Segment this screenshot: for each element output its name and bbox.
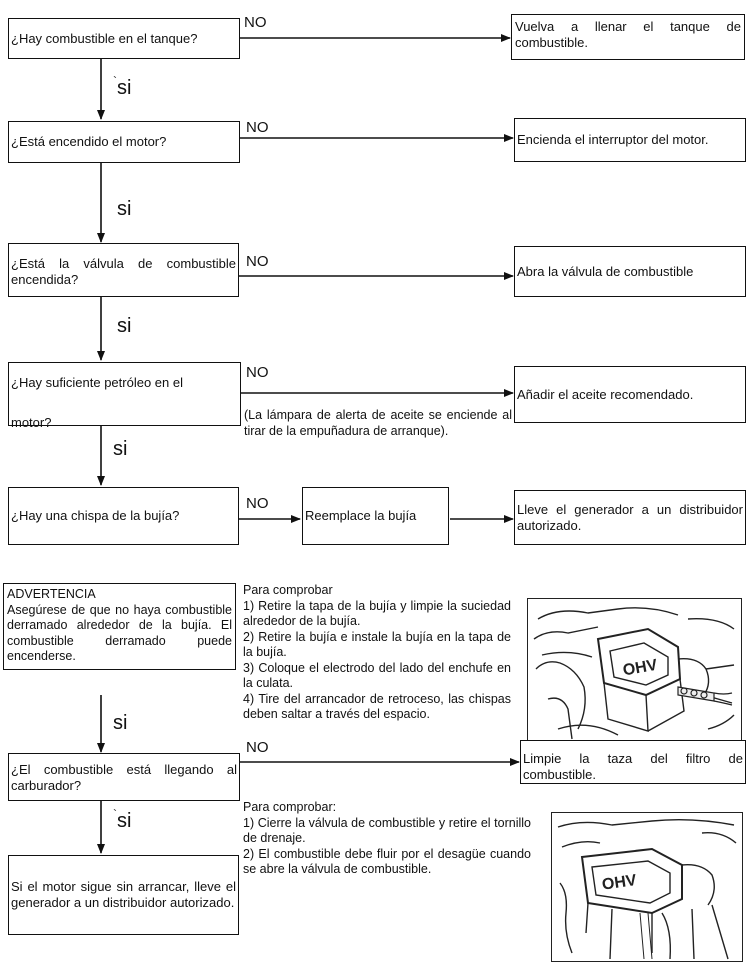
yes-mark-1: ` [113,74,117,88]
check-spark-instructions: Para comprobar 1) Retire la tapa de la b… [243,583,511,723]
yes-label-6: si [117,810,132,832]
no-label-1: NO [244,14,267,31]
check-fuel-instructions: Para comprobar: 1) Cierre la válvula de … [243,800,531,878]
no-label-2: NO [246,119,269,136]
action-open-fuel-valve-text: Abra la válvula de combustible [517,263,694,279]
question-enough-oil-line2: motor? [11,415,52,430]
action-take-to-dealer-1: Lleve el generador a un distribuidor aut… [514,490,746,545]
yes-label-5: si [113,712,128,734]
no-label-6: NO [246,739,269,756]
yes-label-1: si [117,77,132,99]
question-fuel-in-tank: ¿Hay combustible en el tanque? [8,18,240,59]
action-refill-tank-text: Vuelva a llenar el tanque de combustible… [515,19,741,50]
fuel-drain-illustration: OHV [551,812,743,962]
warning-title: ADVERTENCIA [7,587,96,601]
fuel-drain-drawing: OHV [557,818,737,960]
action-clean-filter-cup: Limpie la taza del filtro de combustible… [520,740,746,784]
question-engine-on: ¿Está encendido el motor? [8,121,240,163]
action-add-oil: Añadir el aceite recomendado. [514,366,746,423]
no-label-5: NO [246,495,269,512]
check-spark-step-1: 1) Retire la tapa de la bujía y limpie l… [243,598,511,629]
action-turn-on-engine: Encienda el interruptor del motor. [514,118,746,162]
question-fuel-in-tank-text: ¿Hay combustible en el tanque? [11,30,198,46]
question-fuel-valve: ¿Está la válvula de combustible encendid… [8,243,239,297]
action-clean-filter-cup-text: Limpie la taza del filtro de combustible… [523,751,743,782]
question-spark-text: ¿Hay una chispa de la bujía? [11,508,180,523]
question-engine-on-text: ¿Está encendido el motor? [11,134,167,149]
action-replace-plug: Reemplace la bujía [302,487,449,545]
yes-mark-6: ` [113,807,117,821]
check-spark-step-4: 4) Tire del arrancador de retroceso, las… [243,691,511,722]
ohv-engine-label-2: OHV [601,872,638,894]
question-enough-oil: ¿Hay suficiente petróleo en el motor? [8,362,241,430]
action-replace-plug-text: Reemplace la bujía [305,508,417,523]
question-fuel-valve-text: ¿Está la válvula de combustible encendid… [11,256,236,287]
warning-text: Asegúrese de que no haya combustible der… [7,602,232,664]
final-take-to-dealer: Si el motor sigue sin arrancar, lleve el… [8,855,239,935]
no-label-3: NO [246,253,269,270]
action-add-oil-text: Añadir el aceite recomendado. [517,386,694,402]
yes-label-2: si [117,198,132,220]
no-label-4: NO [246,364,269,381]
question-spark: ¿Hay una chispa de la bujía? [8,487,239,545]
check-spark-step-2: 2) Retire la bujía e instale la bujía en… [243,629,511,660]
action-refill-tank: Vuelva a llenar el tanque de combustible… [511,14,745,60]
spark-plug-illustration: OHV [527,598,742,746]
question-fuel-to-carburetor-text: ¿El combustible está llegando al carbura… [11,762,237,793]
action-take-to-dealer-1-text: Lleve el generador a un distribuidor aut… [517,501,743,533]
yes-label-3: si [117,315,132,337]
check-fuel-step-1: 1) Cierre la válvula de combustible y re… [243,815,531,846]
check-fuel-step-2: 2) El combustible debe fluir por el desa… [243,846,531,877]
question-fuel-to-carburetor: ¿El combustible está llegando al carbura… [8,753,240,801]
check-fuel-heading: Para comprobar: [243,800,337,814]
check-spark-heading: Para comprobar [243,583,333,597]
ohv-engine-label: OHV [622,657,659,680]
oil-alert-note: (La lámpara de alerta de aceite se encie… [244,408,512,438]
spark-plug-drawing: OHV [533,607,735,740]
action-open-fuel-valve: Abra la válvula de combustible [514,246,746,297]
final-take-to-dealer-text: Si el motor sigue sin arrancar, lleve el… [11,879,236,910]
action-turn-on-engine-text: Encienda el interruptor del motor. [517,132,709,147]
yes-label-4: si [113,438,128,460]
warning-box: ADVERTENCIA Asegúrese de que no haya com… [3,583,236,670]
question-enough-oil-line1: ¿Hay suficiente petróleo en el [11,375,183,390]
check-spark-step-3: 3) Coloque el electrodo del lado del enc… [243,660,511,691]
